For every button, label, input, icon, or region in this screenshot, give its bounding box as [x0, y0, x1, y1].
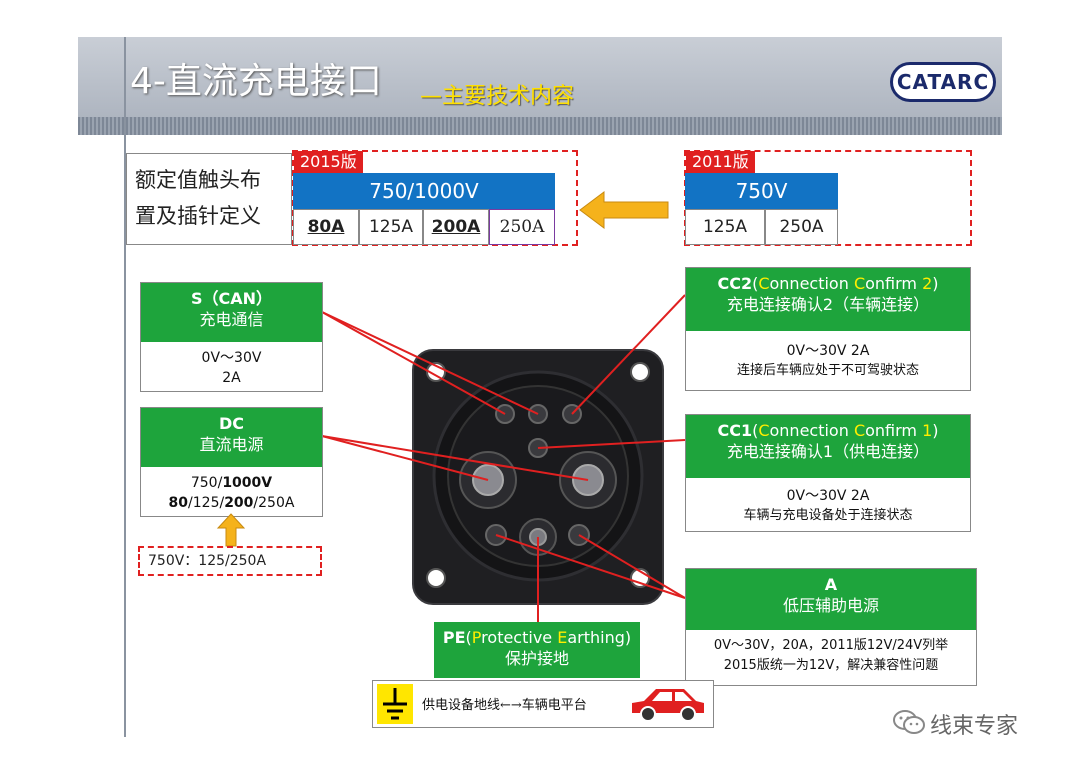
cc2-note: 连接后车辆应处于不可驾驶状态	[736, 363, 919, 378]
pe-letter-e: E	[557, 628, 568, 647]
cc1-card: CC1(Connection Confirm 1) 充电连接确认1（供电连接） …	[685, 414, 971, 532]
dc-voltage-new: 1000V	[222, 475, 273, 491]
cc2-header: CC2(Connection Confirm 2) 充电连接确认2（车辆连接）	[686, 268, 970, 331]
cc1-paren-close: )	[932, 421, 939, 440]
current-2015-200a: 200A	[423, 209, 489, 245]
vertical-divider	[124, 37, 126, 737]
dc-up-arrow-icon	[216, 513, 246, 547]
pe-header: PE(Protective Earthing) 保护接地	[434, 622, 640, 678]
dc-current-125: /125/	[188, 495, 225, 511]
cc2-letter-c1: C	[758, 274, 770, 293]
voltage-2015: 750/1000V	[293, 173, 555, 209]
voltage-2011: 750V	[685, 173, 838, 209]
dc-header: DC 直流电源	[141, 408, 322, 467]
dc-current-250: /250A	[253, 495, 295, 511]
version-2011-tag: 2011版	[686, 151, 755, 173]
current-2015-125a: 125A	[359, 209, 423, 245]
version-2015-tag: 2015版	[294, 151, 363, 173]
dc-subtitle: 直流电源	[199, 435, 264, 454]
page-title: 4-直流充电接口	[130, 61, 382, 102]
rating-label-line2: 置及插针定义	[135, 204, 261, 228]
cc1-letter-c2: C	[853, 421, 866, 440]
a-card: A 低压辅助电源 0V～30V，20A，2011版12V/24V列举 2015版…	[685, 568, 977, 686]
s-can-current: 2A	[222, 370, 241, 386]
s-can-range: 0V～30V	[201, 350, 262, 366]
a-line1: 0V～30V，20A，2011版12V/24V列举	[713, 638, 949, 653]
dc-currents: 80/125/200/250A	[141, 493, 322, 513]
cc1-note: 车辆与充电设备处于连接状态	[743, 508, 913, 523]
current-2015-250a: 250A	[489, 209, 555, 245]
current-2011-250a: 250A	[765, 209, 838, 245]
cc1-code: CC1	[717, 421, 753, 440]
cc2-title: CC2(Connection Confirm 2)	[686, 273, 970, 294]
rating-label-line1: 额定值触头布	[135, 168, 261, 192]
cc2-word-connection: onnection	[769, 274, 854, 293]
current-2011-125a: 125A	[685, 209, 765, 245]
s-can-title: S（CAN）	[190, 289, 273, 308]
cc1-number: 1	[922, 421, 933, 440]
cc1-word-connection: onnection	[769, 421, 854, 440]
dc-current-80: 80	[168, 495, 189, 511]
a-subtitle: 低压辅助电源	[782, 596, 879, 615]
wechat-icon	[893, 710, 925, 734]
cc2-number: 2	[922, 274, 933, 293]
pe-paren-open: (	[465, 628, 472, 647]
cc1-letter-c1: C	[758, 421, 770, 440]
cc2-card: CC2(Connection Confirm 2) 充电连接确认2（车辆连接） …	[685, 267, 971, 391]
dc-title: DC	[218, 414, 245, 433]
pe-footer-text: 供电设备地线←→车辆电平台	[422, 698, 587, 713]
header-stripe	[78, 117, 1002, 135]
pe-word-earthing: arthing)	[567, 628, 632, 647]
cc2-letter-c2: C	[853, 274, 866, 293]
cc1-subtitle: 充电连接确认1（供电连接）	[726, 442, 930, 461]
pe-title: PE(Protective Earthing)	[434, 627, 640, 648]
s-can-card: S（CAN） 充电通信 0V～30V 2A	[140, 282, 323, 392]
dc-voltage-std: 750/	[190, 475, 223, 491]
cc2-paren-close: )	[932, 274, 939, 293]
cc1-range: 0V～30V 2A	[786, 488, 870, 504]
a-header: A 低压辅助电源	[686, 569, 976, 630]
header-bar	[78, 37, 1002, 117]
page-subtitle: —主要技术内容	[420, 84, 575, 109]
watermark-text: 线束专家	[930, 714, 1019, 739]
cc2-paren-open: (	[752, 274, 759, 293]
ground-icon	[377, 684, 413, 724]
dc-current-200: 200	[224, 495, 254, 511]
cc2-range: 0V～30V 2A	[786, 343, 870, 359]
cc2-subtitle: 充电连接确认2（车辆连接）	[726, 295, 930, 314]
pe-word-protective: rotective	[481, 628, 558, 647]
catarc-logo: CATARC	[890, 62, 996, 102]
cc2-word-confirm: onfirm	[865, 274, 923, 293]
dc-voltage: 750/1000V	[141, 473, 322, 493]
a-title: A	[824, 575, 838, 594]
dc-card: DC 直流电源 750/1000V 80/125/200/250A	[140, 407, 323, 517]
a-line2: 2015版统一为12V，解决兼容性问题	[723, 658, 939, 673]
cc1-title: CC1(Connection Confirm 1)	[686, 420, 970, 441]
cc1-header: CC1(Connection Confirm 1) 充电连接确认1（供电连接）	[686, 415, 970, 478]
s-can-subtitle: 充电通信	[199, 310, 264, 329]
pe-subtitle: 保护接地	[504, 649, 569, 668]
pe-code: PE	[442, 628, 466, 647]
upgrade-arrow-icon	[579, 191, 669, 229]
current-2015-80a: 80A	[293, 209, 359, 245]
cc2-code: CC2	[717, 274, 753, 293]
rating-label-box: 额定值触头布 置及插针定义	[126, 153, 292, 245]
cc1-paren-open: (	[752, 421, 759, 440]
cc1-word-confirm: onfirm	[865, 421, 923, 440]
s-can-header: S（CAN） 充电通信	[141, 283, 322, 342]
dc-2011-note: 750V：125/250A	[138, 546, 322, 576]
pe-letter-p: P	[471, 628, 482, 647]
car-icon	[632, 689, 704, 722]
